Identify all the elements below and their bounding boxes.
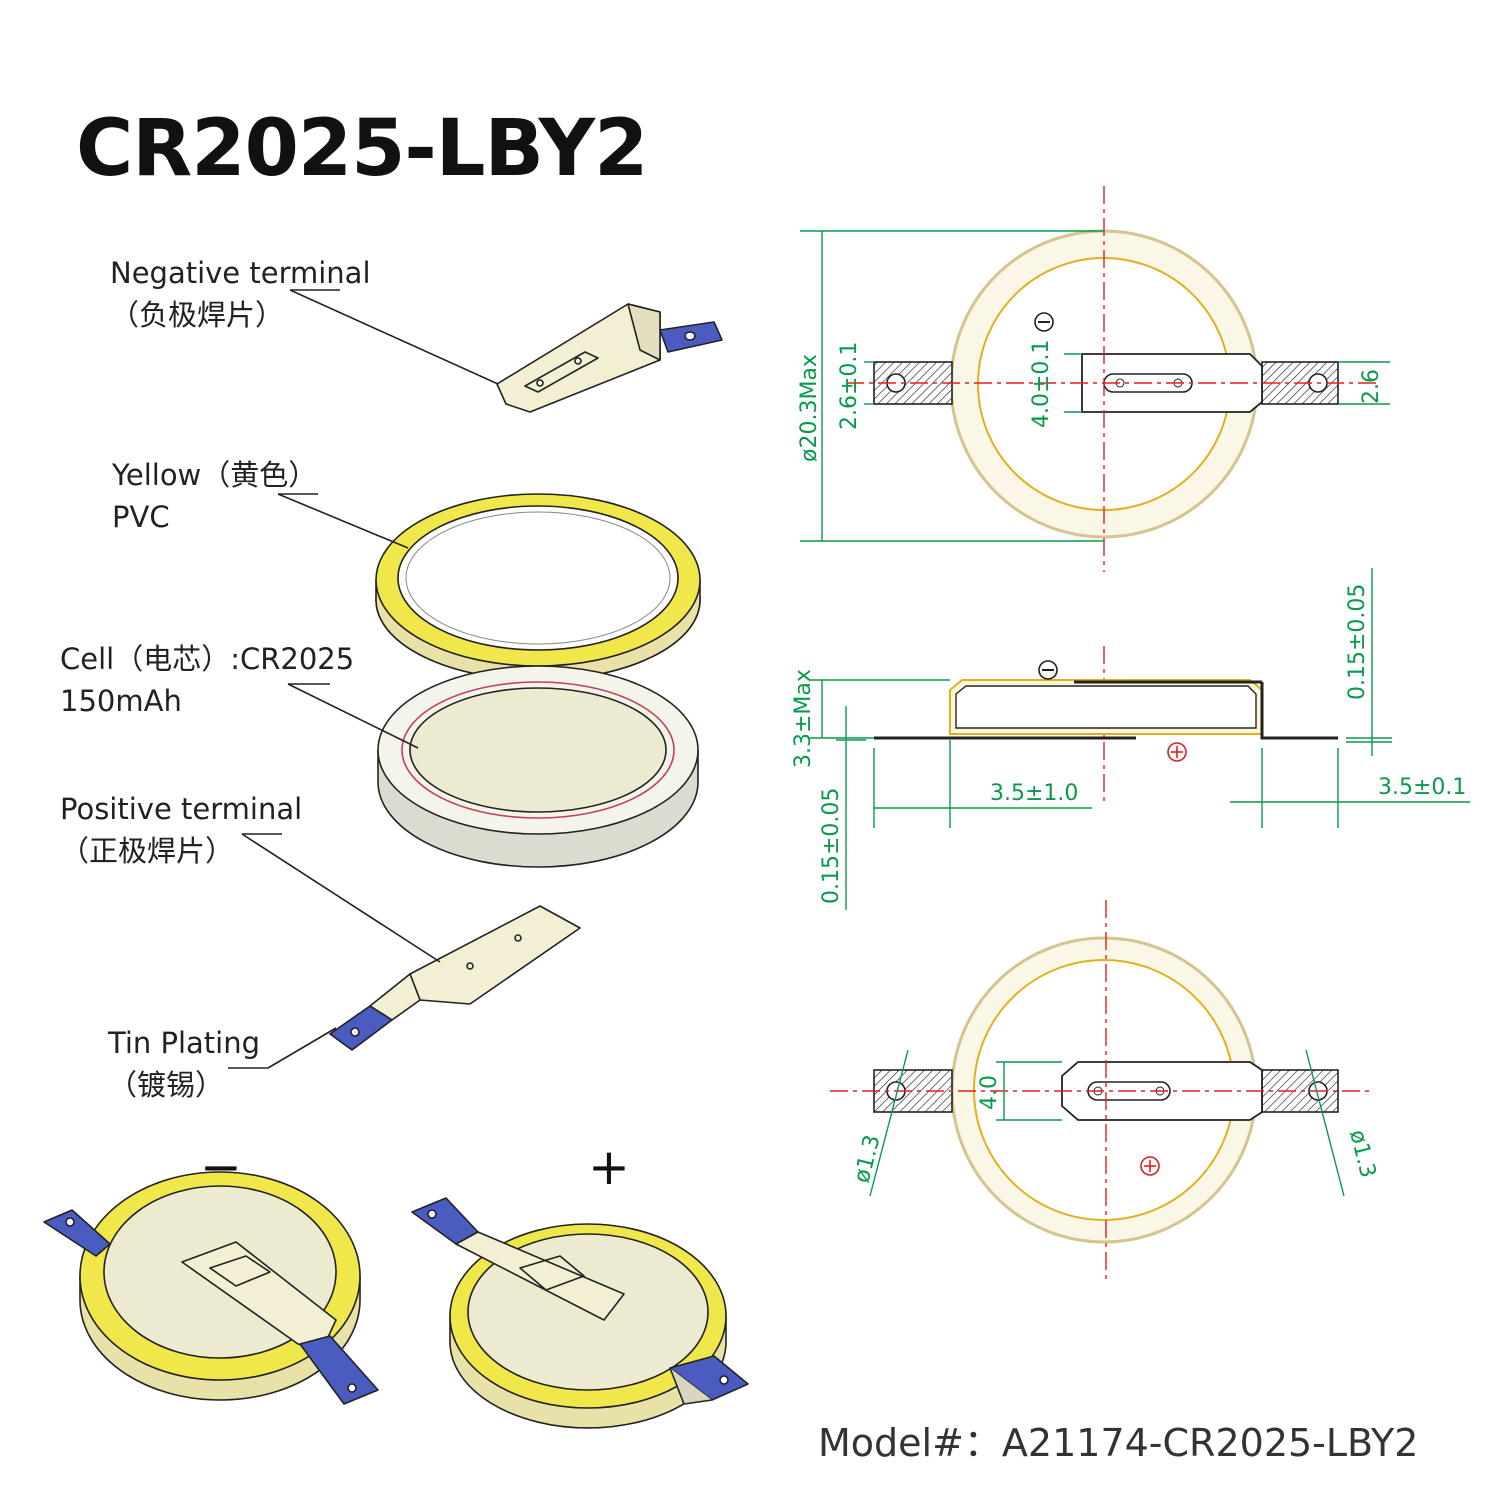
label-tin-plating-en: Tin Plating (108, 1026, 261, 1060)
leader-cell (287, 683, 419, 749)
label-positive-terminal-en: Positive terminal (60, 792, 303, 826)
positive-side-sign: + (588, 1138, 630, 1196)
dim-tab-width-left: 2.6±0.1 (837, 342, 862, 430)
label-negative-terminal-en: Negative terminal (110, 256, 371, 290)
leader-negative-terminal (289, 289, 499, 385)
pvc-ring-part (375, 493, 701, 681)
label-cell: Cell（电芯）:CR2025 150mAh (60, 638, 354, 722)
dim-hole-right: ø1.3 (1344, 1127, 1380, 1180)
label-yellow-pvc: Yellow（黄色） PVC (112, 454, 317, 538)
dim-height: 3.3±Max (791, 669, 816, 768)
label-cell-line2: 150mAh (60, 684, 182, 718)
model-number: Model#：A21174-CR2025-LBY2 (818, 1421, 1419, 1465)
exploded-view (228, 289, 723, 1069)
assembled-positive-view (411, 1197, 749, 1429)
cell-part (377, 665, 699, 868)
label-cell-line1: Cell（电芯）:CR2025 (60, 642, 355, 676)
top-view: ø20.3Max 2.6±0.1 4.0±0.1 2.6 (797, 186, 1390, 572)
dim-hole-left: ø1.3 (850, 1132, 886, 1185)
label-negative-terminal: Negative terminal （负极焊片） (110, 252, 371, 336)
dim-slot-height: 4.0±0.1 (1029, 340, 1054, 428)
dim-diameter: ø20.3Max (797, 354, 822, 462)
label-tin-plating-cn: （镀锡） (108, 1068, 225, 1102)
label-negative-terminal-cn: （负极焊片） (110, 298, 285, 332)
dim-tab-width-right: 2.6 (1359, 369, 1384, 404)
dim-offset-right: 3.5±0.1 (1378, 775, 1466, 800)
dim-offset-left: 3.5±1.0 (990, 781, 1078, 806)
side-view: 3.3±Max 0.15±0.05 0.15±0.05 3.5±1.0 3.5±… (791, 568, 1470, 910)
leader-positive-terminal (241, 833, 441, 963)
assembled-negative-view (43, 1171, 379, 1405)
label-positive-terminal-cn: （正极焊片） (60, 834, 235, 868)
dim-slot-height-bottom: 4.0 (977, 1075, 1002, 1110)
leader-tin-plating (267, 1027, 337, 1069)
label-yellow-pvc-line2: PVC (112, 500, 170, 534)
page-title: CR2025-LBY2 (76, 104, 648, 194)
leader-pvc (277, 493, 409, 549)
label-tin-plating: Tin Plating （镀锡） (108, 1022, 260, 1106)
negative-terminal-part (496, 303, 723, 413)
positive-terminal-part (329, 905, 581, 1051)
dim-terminal-thickness-bottom: 0.15±0.05 (819, 788, 844, 904)
label-yellow-pvc-line1: Yellow（黄色） (112, 458, 318, 492)
bottom-view: 4.0 ø1.3 ø1.3 (830, 900, 1380, 1284)
dim-terminal-thickness-top: 0.15±0.05 (1345, 584, 1370, 700)
label-positive-terminal: Positive terminal （正极焊片） (60, 788, 302, 872)
